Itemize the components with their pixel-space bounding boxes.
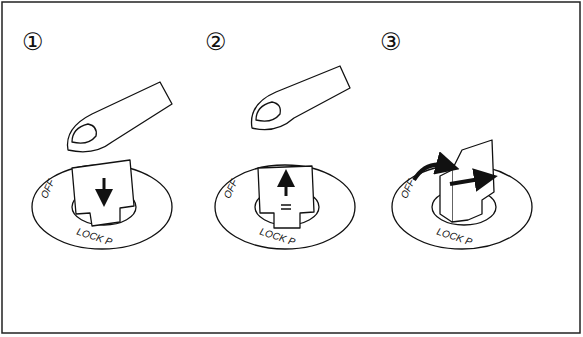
step-number: ③: [380, 30, 402, 54]
finger: [252, 66, 351, 130]
step-number: ②: [205, 30, 227, 54]
finger: [68, 82, 173, 152]
dial-released: [215, 165, 355, 249]
dial-turned: [392, 140, 532, 249]
step-number: ①: [22, 30, 44, 54]
dial-pressed: [32, 160, 172, 249]
frame-border: [2, 2, 580, 333]
